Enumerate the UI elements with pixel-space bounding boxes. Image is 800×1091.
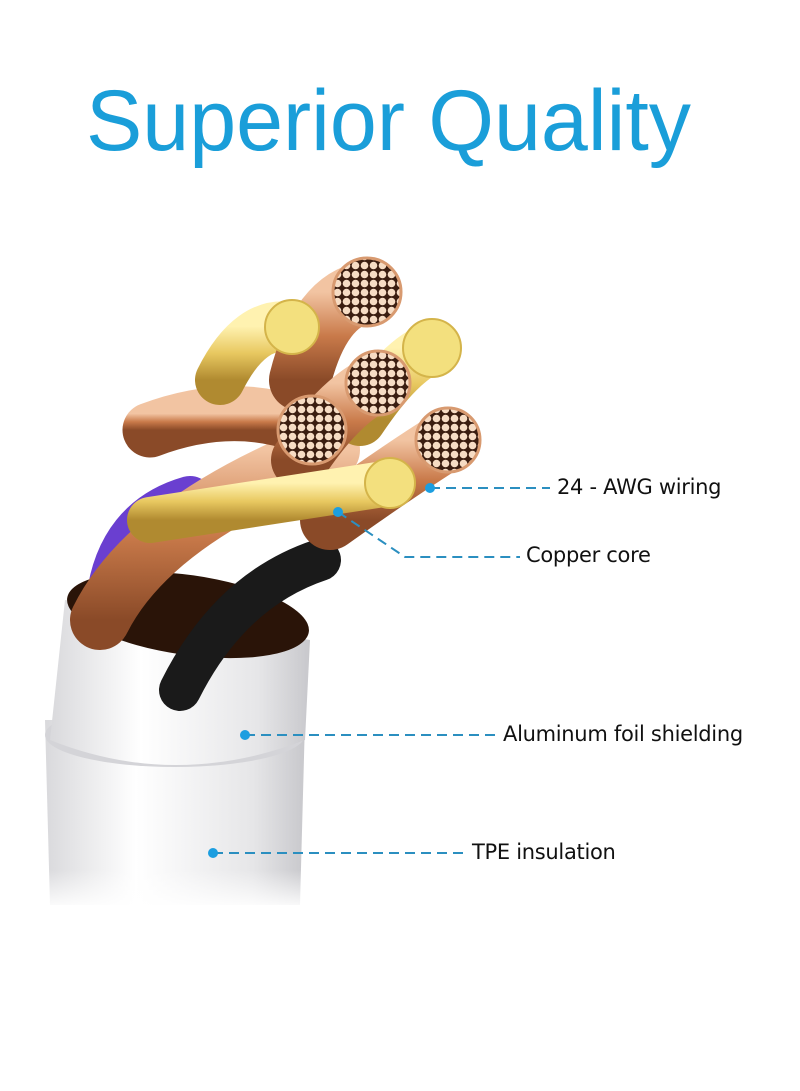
- wire-bundle: [70, 256, 482, 711]
- title-text: Superior Quality: [86, 73, 691, 169]
- label-awg-wiring: 24 - AWG wiring: [557, 475, 722, 499]
- title: Superior Quality: [86, 73, 691, 169]
- leader-copper: [337, 511, 520, 558]
- leader-dots: [208, 483, 435, 858]
- label-tpe-insulation: TPE insulation: [472, 840, 616, 864]
- label-aluminum-foil: Aluminum foil shielding: [503, 722, 743, 746]
- label-copper-core: Copper core: [526, 543, 651, 567]
- leader-lines: [213, 487, 550, 854]
